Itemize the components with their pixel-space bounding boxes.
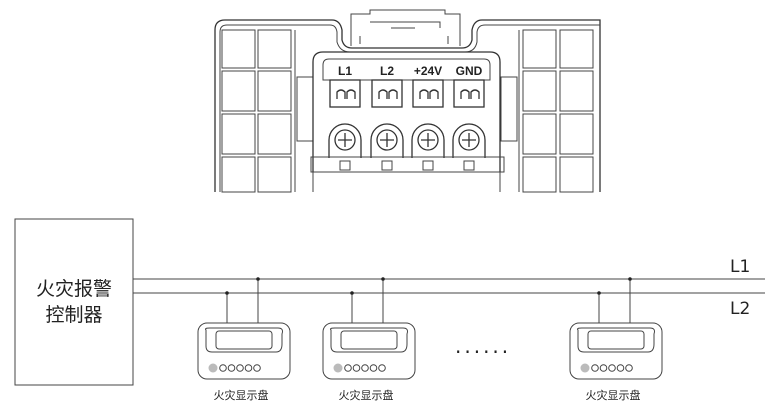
- terminal-device-drawing: L1 L2 +24V GND: [214, 9, 601, 193]
- terminal-label-24v: +24V: [414, 64, 442, 78]
- panel-screen: [215, 330, 273, 350]
- panel-button: [361, 364, 369, 372]
- panel-body: [322, 322, 416, 380]
- panel-bezel: [577, 327, 655, 353]
- junction-dot: [350, 291, 354, 295]
- panel-button: [608, 364, 616, 372]
- bus-label-l1: L1: [730, 257, 751, 277]
- fire-display-panel: [569, 277, 663, 380]
- panel-label: 火灾显示盘: [338, 389, 394, 402]
- fire-display-panel: [197, 277, 291, 380]
- panel-button: [219, 364, 227, 372]
- terminal-label-gnd: GND: [456, 64, 483, 78]
- terminal-label-l1: L1: [338, 64, 352, 78]
- panel-button: [369, 364, 378, 372]
- junction-dot: [381, 277, 385, 281]
- junction-dot: [256, 277, 260, 281]
- junction-dot: [628, 277, 632, 281]
- panel-button: [344, 364, 352, 372]
- controller-label-line2: 控制器: [45, 304, 103, 326]
- controller-label-line1: 火灾报警: [35, 278, 112, 300]
- controller-label: 火灾报警 控制器: [15, 219, 133, 385]
- panel-button: [227, 364, 236, 372]
- bus-label-l2: L2: [730, 299, 751, 319]
- junction-dot: [597, 291, 601, 295]
- panel-button: [599, 364, 608, 372]
- panel-screen: [340, 330, 398, 350]
- junction-dot: [225, 291, 229, 295]
- fire-display-panel: [322, 277, 416, 380]
- panel-label: 火灾显示盘: [213, 389, 269, 402]
- panel-button: [616, 364, 625, 372]
- indicator-led: [333, 363, 343, 373]
- panel-button: [236, 364, 244, 372]
- indicator-led: [580, 363, 590, 373]
- panel-body: [569, 322, 663, 380]
- panel-screen: [587, 330, 645, 350]
- panel-label: 火灾显示盘: [585, 389, 641, 402]
- panel-button: [625, 364, 633, 372]
- panel-bezel: [330, 327, 408, 353]
- controller-box: [14, 218, 134, 386]
- panel-button: [591, 364, 599, 372]
- panel-button: [253, 364, 261, 372]
- ellipsis: ......: [455, 334, 512, 358]
- indicator-led: [208, 363, 218, 373]
- panel-bezel: [205, 327, 283, 353]
- panel-body: [197, 322, 291, 380]
- panel-button: [352, 364, 361, 372]
- panel-button: [378, 364, 386, 372]
- terminal-label-l2: L2: [380, 64, 394, 78]
- panel-button: [244, 364, 253, 372]
